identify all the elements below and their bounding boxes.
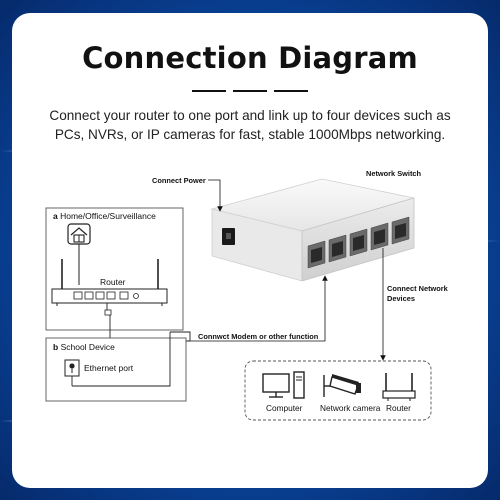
ethernet-port-label: Ethernet port xyxy=(84,363,134,373)
home-box-title: Home/Office/Surveillance xyxy=(60,211,156,221)
device-label-camera: Network camera xyxy=(320,403,381,413)
device-label-router: Router xyxy=(386,403,411,413)
home-office-box xyxy=(45,207,184,331)
wifi-router-icon xyxy=(382,373,416,401)
connect-network-devices-label: Connect Network Devices xyxy=(387,284,448,304)
page-subtitle: Connect your router to one port and link… xyxy=(34,106,466,144)
school-box-letter: b xyxy=(53,342,59,352)
devices-box xyxy=(244,360,432,421)
connect-network-devices-line: Connect Network xyxy=(387,284,448,293)
ethernet-port-icon xyxy=(64,359,80,377)
connection-diagram xyxy=(45,178,432,421)
network-switch-label: Network Switch xyxy=(366,169,422,178)
camera-icon xyxy=(323,374,361,397)
home-box-header: a Home/Office/Surveillance xyxy=(53,211,156,221)
connect-network-devices-line: Devices xyxy=(387,294,415,303)
subtitle-line: Connect your router to one port and link… xyxy=(49,108,451,123)
connect-power-label: Connect Power xyxy=(152,176,206,185)
home-box-letter: a xyxy=(53,211,58,221)
subtitle-line: PCs, NVRs, or IP cameras for fast, stabl… xyxy=(54,127,446,142)
school-box-title: School Device xyxy=(60,342,115,352)
diagram-card: Connection Diagram Connect your router t… xyxy=(12,13,488,488)
school-box-header: b School Device xyxy=(53,342,115,352)
house-icon xyxy=(67,223,91,245)
router-label: Router xyxy=(100,277,126,287)
computer-icon xyxy=(262,371,305,399)
device-label-computer: Computer xyxy=(266,403,303,413)
connect-modem-label: Connwct Modem or other function xyxy=(198,332,319,341)
network-switch-icon xyxy=(210,178,415,282)
title-underline-dashes xyxy=(12,90,488,92)
page-title: Connection Diagram xyxy=(82,41,418,75)
router-icon xyxy=(51,259,168,306)
